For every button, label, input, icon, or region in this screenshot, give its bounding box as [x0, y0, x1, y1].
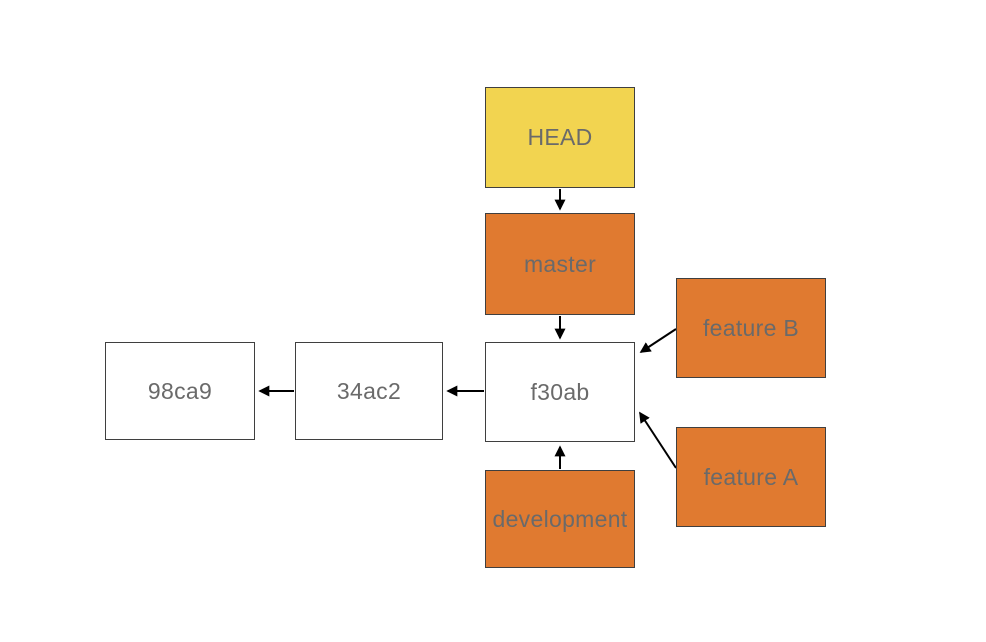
node-98ca9-label: 98ca9 [147, 377, 213, 404]
node-featureB-branch: feature B [676, 278, 826, 378]
node-commit-98ca9: 98ca9 [105, 342, 255, 440]
node-head-label: HEAD [527, 124, 593, 150]
node-34ac2-label: 34ac2 [336, 377, 402, 404]
node-featureA-branch: feature A [676, 427, 826, 527]
node-f30ab-label: f30ab [530, 378, 590, 405]
node-commit-f30ab: f30ab [485, 342, 635, 442]
node-featureA-label: feature A [703, 463, 799, 490]
edge-featureA-to-f30ab-arrow [639, 411, 677, 469]
node-development-branch: development [485, 470, 635, 568]
node-head: HEAD [485, 87, 635, 188]
node-master-label: master [523, 250, 597, 277]
node-commit-34ac2: 34ac2 [295, 342, 443, 440]
node-development-label: development [492, 505, 628, 532]
edge-featureB-to-f30ab-arrow [639, 328, 677, 353]
node-featureB-label: feature B [702, 314, 800, 341]
node-master-branch: master [485, 213, 635, 315]
